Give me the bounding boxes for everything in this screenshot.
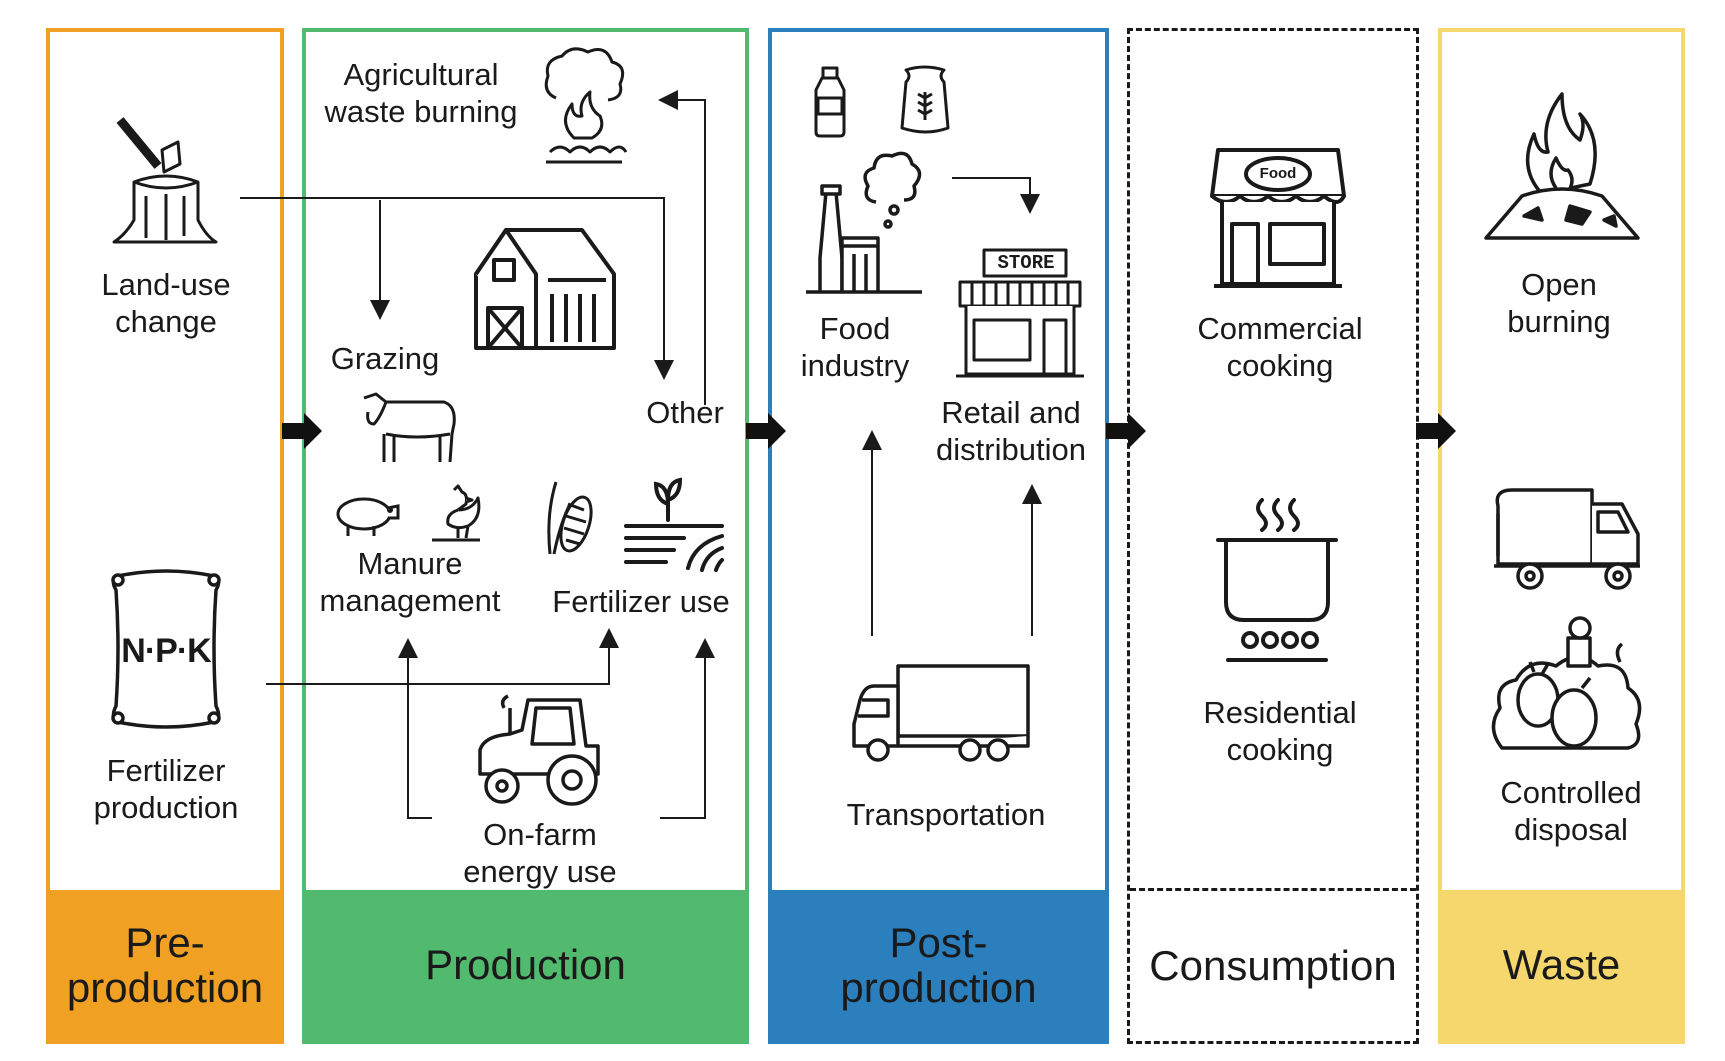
- tree-stump-axe-icon: [112, 117, 218, 244]
- trash-bags-icon: [1491, 616, 1642, 750]
- connector-energy-to-manure: [398, 638, 432, 819]
- label-other: Other: [646, 395, 724, 430]
- store-icon: STORE: [954, 248, 1086, 382]
- connector-other-to-burning: [658, 90, 706, 405]
- panel-consumption: Consumption: [1127, 28, 1419, 1044]
- npk-fertilizer-bag-icon: [111, 569, 221, 729]
- label-ag-waste-burning: Agricultural waste burning: [324, 57, 518, 130]
- stage-title-waste: Waste: [1442, 890, 1681, 1040]
- label-on-farm-energy-use: On-farm energy use: [463, 817, 617, 890]
- restaurant-icon: Food: [1208, 146, 1348, 292]
- tractor-icon: [478, 694, 600, 806]
- panel-production: Production: [302, 28, 749, 1044]
- label-retail-distribution: Retail and distribution: [936, 395, 1086, 468]
- stage-arrow-2: [746, 413, 786, 449]
- npk-letters: N·P·K: [121, 632, 211, 670]
- factory-icon: [806, 151, 922, 294]
- stage-arrow-1: [282, 413, 322, 449]
- label-fertilizer-use: Fertilizer use: [552, 584, 730, 619]
- store-sign-text: STORE: [997, 252, 1055, 274]
- cow-icon: [363, 392, 456, 463]
- stage-title-post-production: Post- production: [772, 890, 1105, 1040]
- fire-smoke-icon: [544, 47, 628, 164]
- label-residential-cooking: Residential cooking: [1203, 695, 1357, 768]
- stage-title-pre-production: Pre- production: [50, 890, 280, 1040]
- panel-pre-production: Pre- production: [46, 28, 284, 1044]
- label-fertilizer-production: Fertilizer production: [93, 753, 239, 826]
- stage-arrow-3: [1106, 413, 1146, 449]
- barn-icon: [474, 228, 616, 350]
- garbage-truck-icon: [1494, 488, 1640, 590]
- connector-fertilizer-to-use: [266, 628, 619, 685]
- label-commercial-cooking: Commercial cooking: [1197, 311, 1363, 384]
- stage-title-consumption: Consumption: [1130, 888, 1416, 1041]
- label-controlled-disposal: Controlled disposal: [1500, 775, 1642, 848]
- connector-industry-to-retail: [952, 177, 1040, 214]
- label-food-industry: Food industry: [800, 311, 910, 384]
- crop-field-icon: [624, 477, 724, 572]
- corn-icon: [547, 481, 593, 555]
- label-transportation: Transportation: [846, 797, 1046, 832]
- panel-post-production: Post- production: [768, 28, 1109, 1044]
- stage-arrow-4: [1416, 413, 1456, 449]
- grain-bag-icon: [900, 65, 950, 134]
- burning-pile-icon: [1484, 92, 1640, 240]
- cooking-pot-icon: [1216, 498, 1338, 662]
- label-grazing: Grazing: [330, 341, 440, 376]
- connector-energy-to-fertilizer: [660, 638, 715, 819]
- food-sign-text: Food: [1259, 165, 1297, 182]
- panel-waste: Waste: [1438, 28, 1685, 1044]
- rooster-icon: [432, 484, 481, 542]
- bottle-icon: [814, 66, 846, 138]
- label-land-use-change: Land-use change: [101, 267, 231, 340]
- stage-title-production: Production: [306, 890, 745, 1040]
- pig-icon: [336, 497, 400, 536]
- npk-bag-text: N·P·K: [108, 632, 224, 671]
- label-open-burning: Open burning: [1507, 267, 1611, 340]
- truck-icon: [852, 664, 1030, 762]
- label-manure-management: Manure management: [319, 546, 501, 619]
- connector-landuse-to-production: [240, 197, 674, 380]
